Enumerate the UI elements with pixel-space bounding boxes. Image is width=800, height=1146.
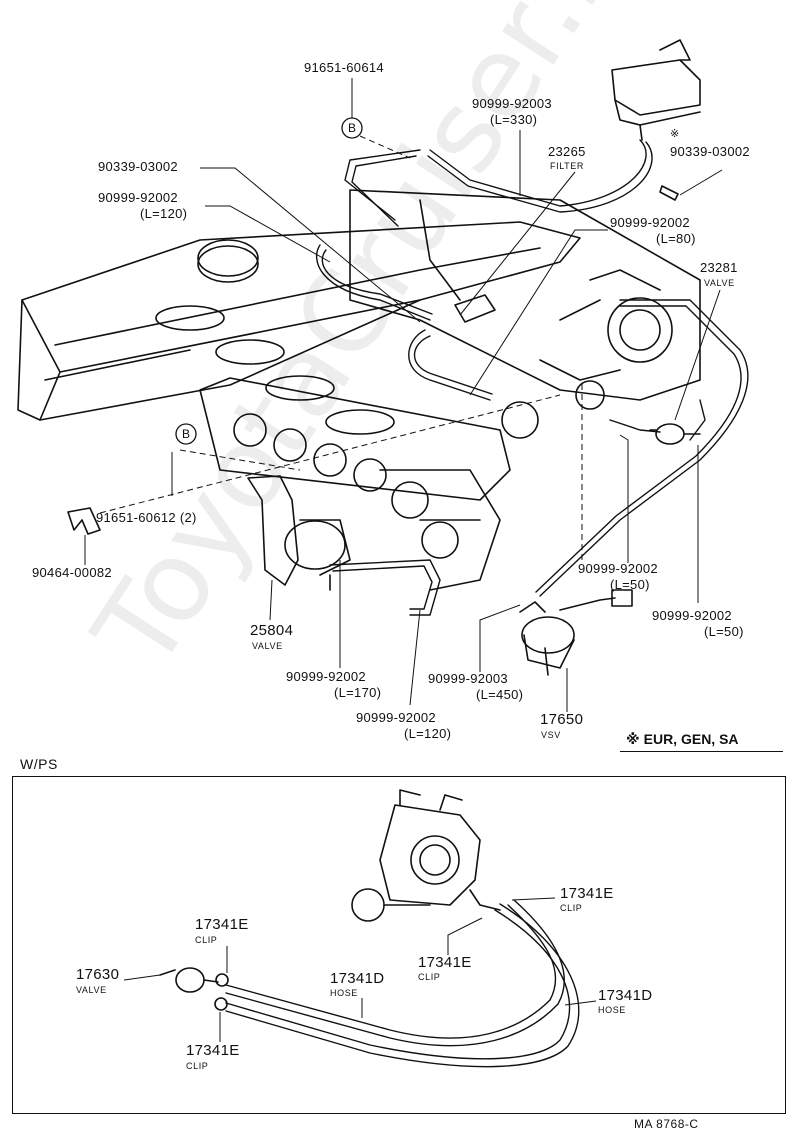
label-17341d-right: 17341D [598, 987, 653, 1004]
label-17341e-bottom-sub: CLIP [186, 1061, 209, 1071]
label-17650: 17650 [540, 711, 584, 728]
label-91651-60612: 91651-60612 (2) [96, 510, 197, 525]
wps-throttle-body-drawing [351, 789, 501, 922]
cylinder-head-cover-drawing [17, 221, 581, 435]
hose-piece-drawing [659, 185, 679, 201]
ref-mark-lower: B [182, 427, 191, 441]
ref-mark-upper: B [348, 121, 357, 135]
ref-circle-lower [175, 423, 197, 445]
wps-hoses-drawing [225, 899, 580, 1068]
label-17341e-bottom: 17341E [186, 1042, 240, 1059]
label-90999-92003-l330-len: (L=330) [490, 112, 538, 127]
label-90999-92002-l50-b: 90999-92002 [652, 608, 732, 623]
vsv-valve-25804-drawing [247, 475, 351, 591]
label-90999-92002-l80-len: (L=80) [656, 231, 696, 246]
label-25804-sub: VALVE [252, 641, 283, 651]
note-text: EUR, GEN, SA [643, 731, 739, 747]
label-90999-92003-l450-len: (L=450) [476, 687, 524, 702]
label-17341e-right-sub: CLIP [560, 903, 583, 913]
label-17341e-middle-sub: CLIP [418, 972, 441, 982]
section-title-wps: W/PS [20, 756, 58, 772]
label-17630: 17630 [76, 966, 120, 983]
label-90999-92003-l450: 90999-92003 [428, 671, 508, 686]
note-symbol: ※ [626, 731, 640, 747]
label-90999-92002-l120-top-len: (L=120) [140, 206, 188, 221]
label-90999-92002-l170-len: (L=170) [334, 685, 382, 700]
label-90339-03002: 90339-03002 [98, 159, 178, 174]
label-90339-03002-star: 90339-03002 [670, 144, 750, 159]
label-17630-sub: VALVE [76, 985, 107, 995]
intake-manifold-drawing [199, 377, 511, 591]
label-17650-sub: VSV [541, 730, 561, 740]
vacuum-hoses-drawing [316, 139, 749, 616]
label-90999-92002-l170: 90999-92002 [286, 669, 366, 684]
label-25804: 25804 [250, 622, 294, 639]
label-17341e-left-top-sub: CLIP [195, 935, 218, 945]
charcoal-canister-drawing [611, 39, 701, 141]
vsv-17650-drawing [519, 589, 633, 676]
label-90999-92002-l120-bottom-len: (L=120) [404, 726, 452, 741]
label-90464-00082: 90464-00082 [32, 565, 112, 580]
label-23265: 23265 [548, 144, 586, 159]
label-17341d-center: 17341D [330, 970, 385, 987]
surge-tank-drawing [349, 189, 701, 439]
wps-inset-frame [12, 776, 786, 1114]
label-90999-92002-l120-bottom: 90999-92002 [356, 710, 436, 725]
label-90999-92002-l50-b-len: (L=50) [704, 624, 744, 639]
label-17341d-right-sub: HOSE [598, 1005, 626, 1015]
label-17341e-left-top: 17341E [195, 916, 249, 933]
label-17341d-center-sub: HOSE [330, 988, 358, 998]
label-90999-92002-l50-a-len: (L=50) [610, 577, 650, 592]
label-17341e-right: 17341E [560, 885, 614, 902]
label-23281: 23281 [700, 260, 738, 275]
valve-23281-drawing [649, 423, 701, 445]
label-91651-60614: 91651-60614 [304, 60, 384, 75]
label-90999-92002-l120-top: 90999-92002 [98, 190, 178, 205]
label-90999-92002-l80: 90999-92002 [610, 215, 690, 230]
label-90339-03002-star-mark: ※ [670, 128, 680, 140]
document-id: MA 8768-C [634, 1117, 699, 1131]
note-underline [620, 751, 783, 752]
ref-circle-upper [341, 117, 363, 139]
label-23265-sub: FILTER [550, 161, 584, 171]
applicability-note: ※EUR, GEN, SA [626, 731, 739, 748]
label-23281-sub: VALVE [704, 278, 735, 288]
filter-23265-drawing [454, 294, 496, 323]
label-90999-92003-l330: 90999-92003 [472, 96, 552, 111]
label-90999-92002-l50-a: 90999-92002 [578, 561, 658, 576]
clip-90464-drawing [67, 507, 101, 535]
label-17341e-middle: 17341E [418, 954, 472, 971]
